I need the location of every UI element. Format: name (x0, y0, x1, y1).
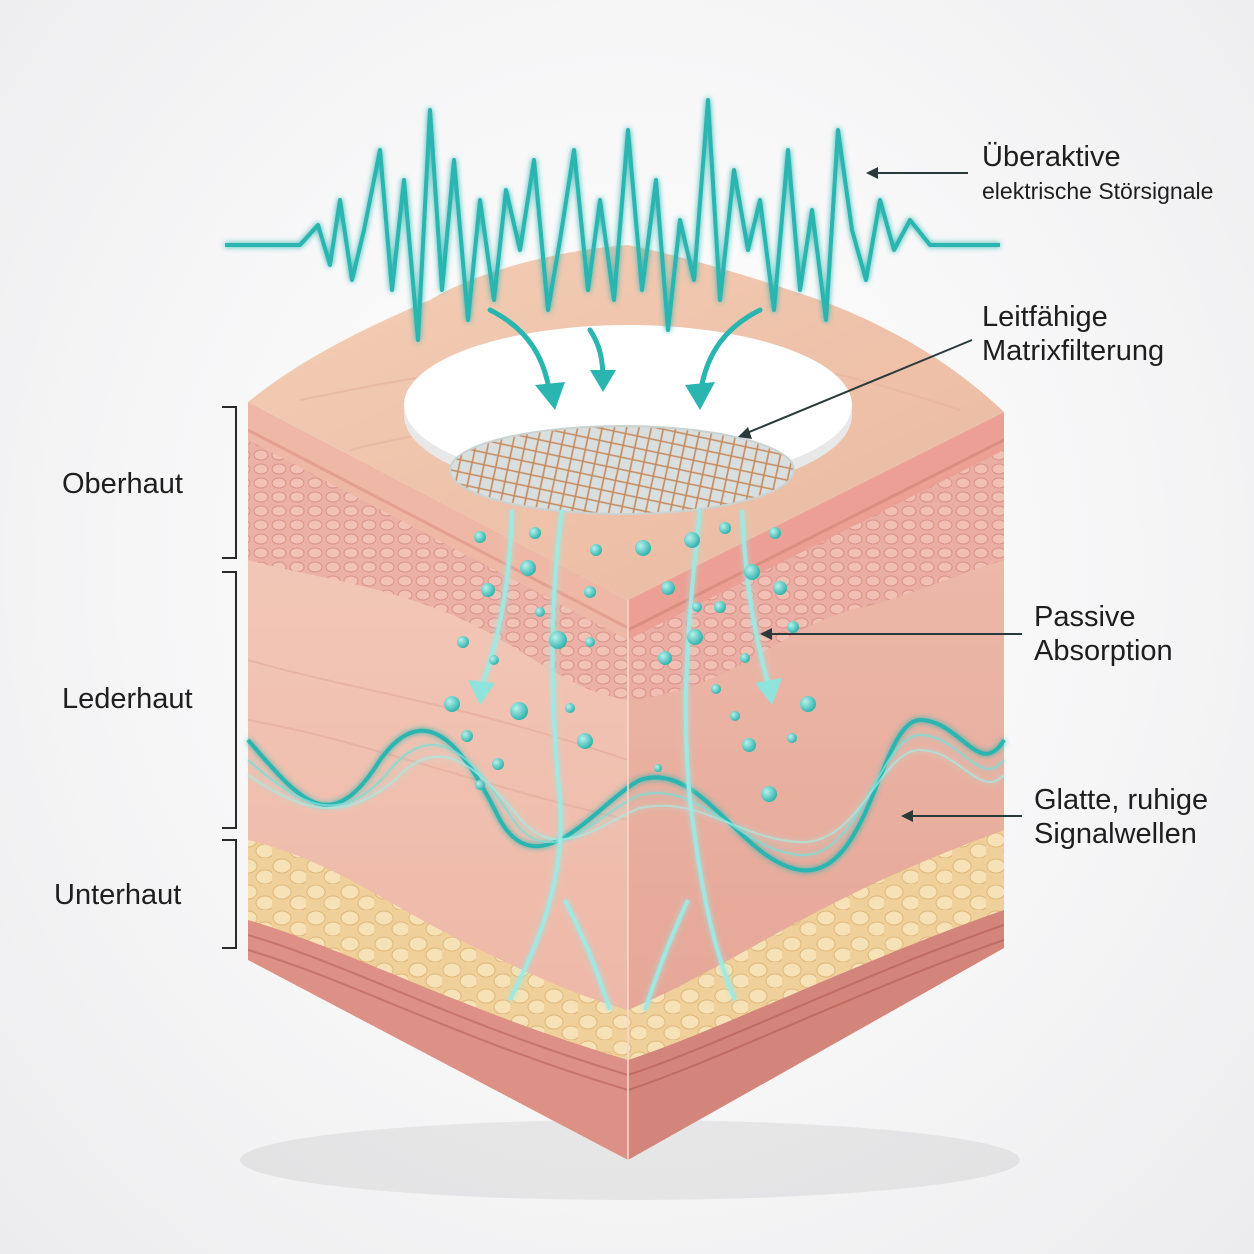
chaotic-signal-wave (225, 98, 1000, 342)
leader-arrow-waves (901, 810, 913, 822)
label-overactive-line2: elektrische Störsignale (982, 178, 1214, 204)
patch (404, 325, 852, 515)
layer-brackets (222, 406, 237, 949)
leader-arrow-signal (866, 167, 878, 179)
bracket-subcutis (222, 839, 237, 949)
arrow-head-1 (535, 382, 565, 410)
leader-arrow-matrix (738, 427, 752, 439)
label-matrix-line1: Leitfähige (982, 301, 1108, 333)
label-overactive-signals: Überaktive elektrische Störsignale (982, 140, 1213, 208)
cube-shadow (240, 1120, 1020, 1200)
absorption-arrow-left (468, 680, 495, 705)
absorption-arrow-right (755, 678, 782, 705)
layer-label-dermis: Lederhaut (62, 683, 193, 715)
label-conductive-matrix: Leitfähige Matrixfilterung (982, 300, 1164, 368)
calm-signal-waves (246, 717, 1006, 873)
label-passive-line1: Passive (1034, 601, 1136, 633)
leader-arrow-passive (760, 628, 772, 640)
layer-label-epidermis: Oberhaut (62, 468, 183, 500)
label-waves-line1: Glatte, ruhige (1034, 784, 1209, 816)
label-waves-line2: Signalwellen (1034, 818, 1197, 850)
label-matrix-line2: Matrixfilterung (982, 335, 1165, 367)
cube-left-face (248, 402, 628, 1160)
absorption-streams (478, 509, 772, 1011)
conductive-mesh (449, 425, 795, 515)
leader-lines (741, 172, 1022, 817)
label-passive-line2: Absorption (1034, 635, 1173, 667)
label-overactive-line1: Überaktive (982, 141, 1121, 173)
label-calm-waves: Glatte, ruhige Signalwellen (1034, 783, 1208, 851)
arrow-head-2 (590, 370, 616, 392)
label-passive-absorption: Passive Absorption (1034, 600, 1173, 668)
absorption-particles (444, 522, 816, 802)
bracket-dermis (222, 571, 237, 829)
layer-label-subcutis: Unterhaut (54, 879, 182, 911)
arrow-head-3 (685, 382, 715, 410)
bracket-epidermis (222, 406, 237, 559)
